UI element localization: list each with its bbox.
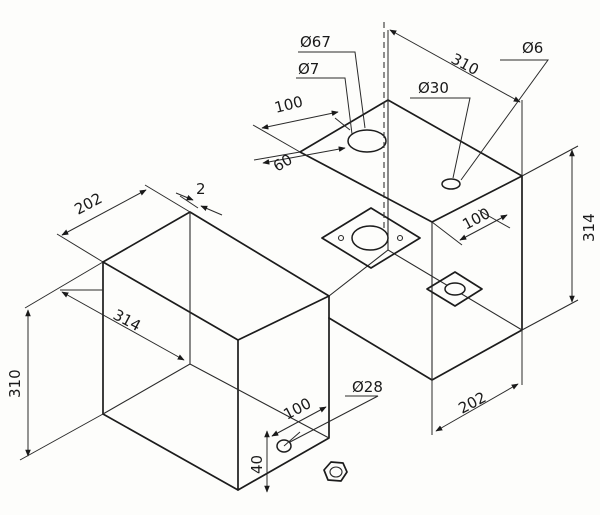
dim-top-length: 310: [448, 50, 482, 79]
flange-bolt-hole: [337, 234, 345, 242]
hole-dia-30: Ø30: [418, 79, 449, 97]
large-flange: [321, 207, 421, 269]
top-holes: [347, 22, 461, 232]
flange-bolt-hole: [396, 234, 404, 242]
small-flange-hole: [444, 282, 466, 296]
dim-left-depth: 314: [110, 306, 144, 335]
right-box-right-edge: [328, 175, 523, 381]
hole-dia-6: Ø6: [522, 39, 543, 57]
large-flange-hole: [351, 225, 389, 251]
hex-nut-icon: [323, 461, 348, 482]
dim-top-offset-60: 60: [270, 150, 296, 175]
dim-right-offset-100: 100: [459, 204, 493, 233]
dim-bottom-width: 202: [455, 388, 489, 417]
dim-left-gap: 2: [196, 180, 206, 198]
dim-front-offset-100: 100: [280, 394, 314, 423]
hole-dia-67: Ø67: [300, 33, 331, 51]
dim-left-height: 310: [6, 369, 24, 398]
leader-lines: [289, 51, 549, 443]
hole-dia-28: Ø28: [352, 378, 383, 396]
hole-dia-7: Ø7: [298, 60, 319, 78]
left-box: [102, 211, 330, 491]
connector-edge: [328, 249, 389, 297]
top-hole-67: [347, 129, 387, 153]
dimension-lines: [19, 29, 579, 493]
dim-front-offset-40: 40: [248, 455, 266, 474]
left-box-front-edges: [102, 261, 239, 491]
dim-top-offset-100: 100: [273, 92, 305, 116]
hole-labels: Ø67 Ø7 Ø30 Ø6 Ø28: [298, 33, 543, 396]
small-flange: [426, 271, 483, 307]
front-port: [276, 439, 348, 482]
right-box-top-outline: [299, 99, 523, 223]
top-hole-30: [441, 178, 461, 190]
small-flange-plate: [426, 271, 483, 307]
dim-right-height: 314: [580, 213, 598, 242]
large-flange-plate: [321, 207, 421, 269]
